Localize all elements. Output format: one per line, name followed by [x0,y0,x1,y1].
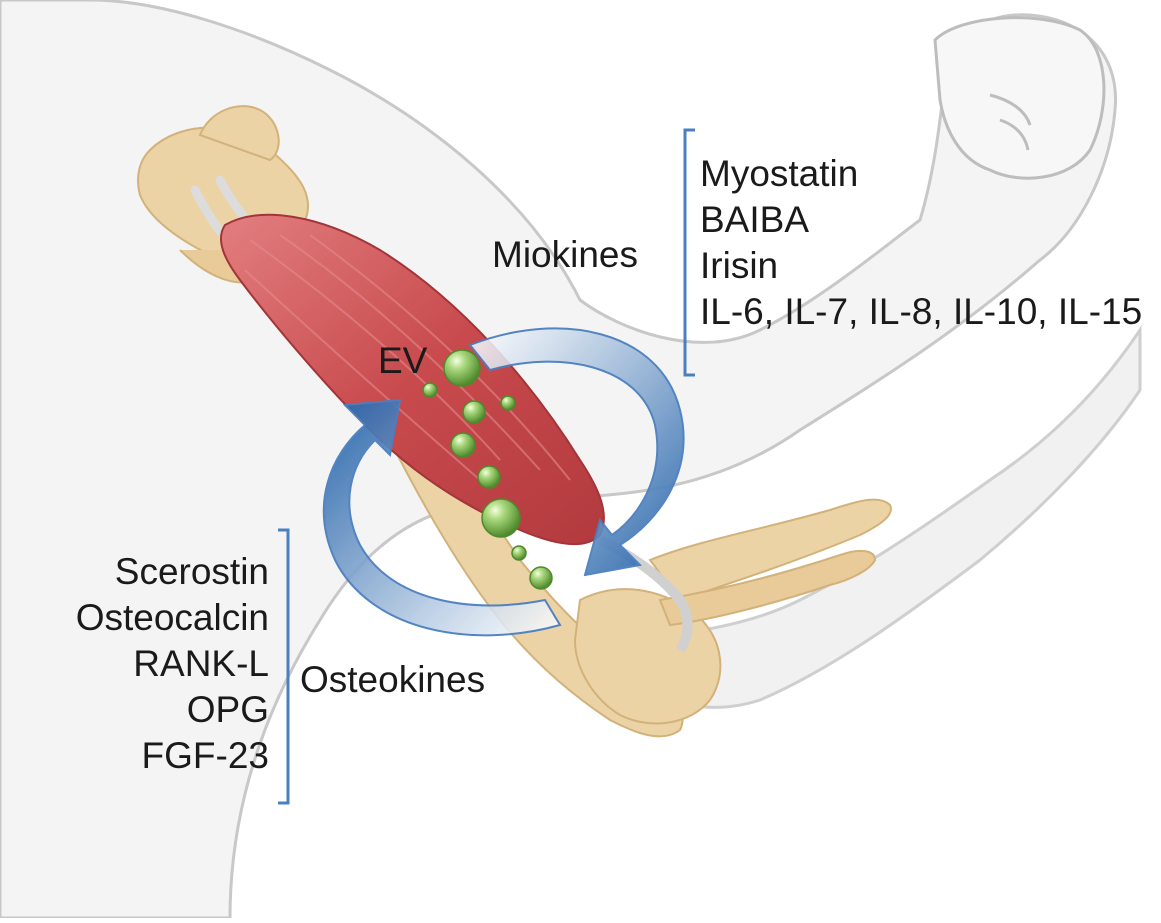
miokine-item: BAIBA [700,197,1142,243]
vesicle [463,401,485,423]
osteokine-item: Osteocalcin [76,595,269,641]
vesicle [444,350,480,386]
vesicle [451,433,475,457]
miokines-label: Miokines [492,232,638,278]
ev-label: EV [378,338,427,384]
osteokines-list: Scerostin Osteocalcin RANK-L OPG FGF-23 [76,549,269,779]
vesicle [530,567,552,589]
vesicle [512,546,526,560]
osteokine-item: Scerostin [76,549,269,595]
miokines-bracket [685,130,695,375]
miokine-item: IL-6, IL-7, IL-8, IL-10, IL-15 [700,289,1142,335]
vesicle [423,383,437,397]
vesicle [482,499,520,537]
osteokine-item: RANK-L [76,641,269,687]
osteokine-item: OPG [76,687,269,733]
miokines-list: Myostatin BAIBA Irisin IL-6, IL-7, IL-8,… [700,151,1142,335]
osteokine-item: FGF-23 [76,733,269,779]
vesicle [501,396,515,410]
vesicle [478,466,500,488]
miokine-item: Irisin [700,243,1142,289]
miokine-item: Myostatin [700,151,1142,197]
osteokines-label: Osteokines [300,657,485,703]
